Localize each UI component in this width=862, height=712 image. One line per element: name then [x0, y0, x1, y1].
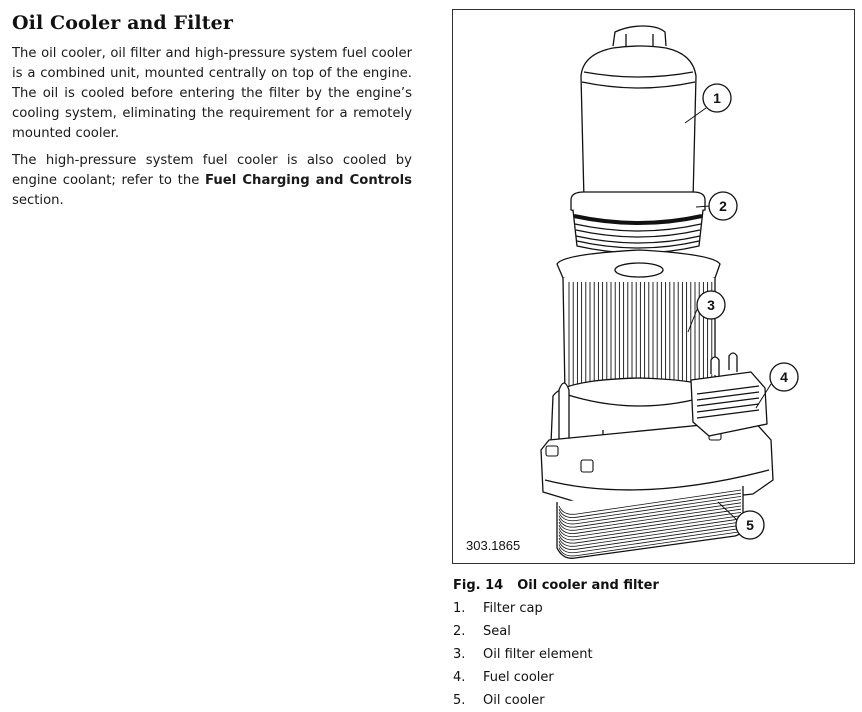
illustration-id: 303.1865	[466, 538, 521, 553]
legend-label: Oil cooler	[483, 693, 545, 708]
callout-circle-3	[696, 290, 726, 320]
legend-item: 3. Oil filter element	[453, 643, 659, 666]
fuel-cooler-drawing	[690, 352, 768, 437]
legend-label: Oil filter element	[483, 647, 593, 662]
legend-number: 1.	[453, 601, 466, 616]
figure-caption: Fig. 14 Oil cooler and filter	[453, 578, 659, 593]
callout-circle-1	[702, 83, 732, 113]
paragraph-2: The high-pressure system fuel cooler is …	[12, 151, 412, 211]
legend-label: Filter cap	[483, 601, 543, 616]
paragraph-2-text-after: section.	[12, 193, 64, 208]
callout-label-1: 1	[713, 90, 721, 106]
filter-cap-drawing	[570, 25, 706, 254]
legend-item: 1. Filter cap	[453, 597, 659, 620]
housing-drawing	[540, 377, 774, 511]
legend-number: 3.	[453, 647, 466, 662]
legend-number: 4.	[453, 670, 466, 685]
section-title: Oil Cooler and Filter	[12, 12, 233, 34]
figure-caption-text: Oil cooler and filter	[517, 578, 659, 593]
legend-label: Seal	[483, 624, 511, 639]
legend-label: Fuel cooler	[483, 670, 554, 685]
legend-item: 2. Seal	[453, 620, 659, 643]
figure-number: Fig. 14	[453, 578, 504, 593]
legend-item: 4. Fuel cooler	[453, 666, 659, 689]
paragraph-2-text-before: The high-pressure system fuel cooler is …	[12, 153, 412, 188]
callout-label-3: 3	[707, 297, 715, 313]
callout-circle-4	[769, 362, 799, 392]
figure-frame: 1 2 3 4 5 303.1865	[452, 9, 855, 564]
callout-circle-5	[735, 510, 765, 540]
leader-lines	[684, 107, 772, 521]
cross-reference-link: Fuel Charging and Controls	[205, 173, 412, 188]
paragraph-1: The oil cooler, oil filter and high-pres…	[12, 46, 412, 141]
callout-group: 1 2 3 4 5	[696, 83, 799, 540]
callout-label-4: 4	[780, 369, 788, 385]
legend-number: 2.	[453, 624, 466, 639]
callout-circle-2	[708, 191, 738, 221]
figure-caption-block: Fig. 14 Oil cooler and filter 1. Filter ca…	[453, 578, 659, 712]
legend-number: 5.	[453, 693, 466, 708]
callout-label-2: 2	[719, 198, 727, 214]
callout-label-5: 5	[746, 517, 754, 533]
legend-item: 5. Oil cooler	[453, 689, 659, 712]
text-column: Oil Cooler and Filter The oil cooler, oi…	[12, 8, 412, 218]
oil-cooler-filter-illustration: 1 2 3 4 5	[540, 25, 799, 559]
figure-legend: 1. Filter cap 2. Seal 3. Oil filter element…	[453, 597, 659, 712]
